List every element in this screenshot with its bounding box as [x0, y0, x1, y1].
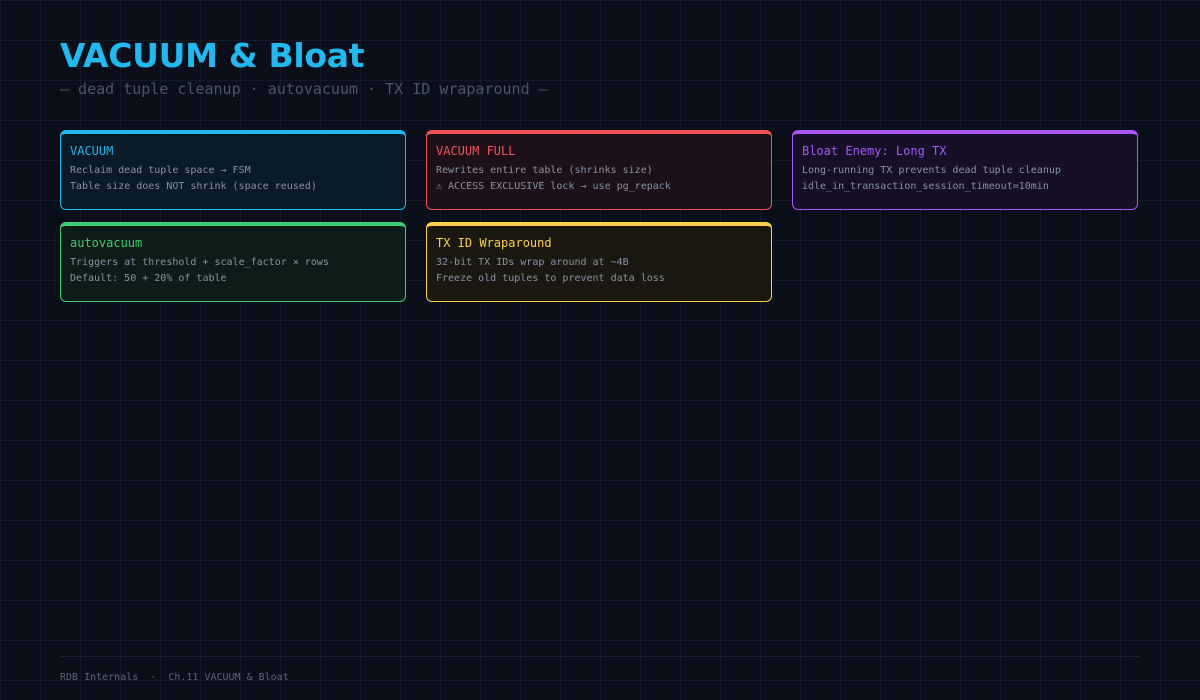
card-line: Triggers at threshold + scale_factor × r…: [70, 257, 329, 268]
footer-separator: ·: [150, 672, 157, 683]
footer: RDB Internals · Ch.11 VACUUM & Bloat: [60, 656, 1140, 685]
card-line: Long-running TX prevents dead tuple clea…: [802, 165, 1061, 176]
card-line: Reclaim dead tuple space → FSM: [70, 165, 251, 176]
card-line: Freeze old tuples to prevent data loss: [436, 273, 665, 284]
card-line: Table size does NOT shrink (space reused…: [70, 181, 317, 192]
page-title: VACUUM & Bloat: [60, 36, 365, 75]
card-title: VACUUM FULL: [436, 144, 516, 158]
card-title: autovacuum: [70, 236, 143, 250]
card-vacuum: VACUUM Reclaim dead tuple space → FSM Ta…: [60, 130, 406, 210]
card-line: ⚠ ACCESS EXCLUSIVE lock → use pg_repack: [436, 181, 671, 192]
card-title: TX ID Wraparound: [436, 236, 552, 250]
card-title: VACUUM: [70, 144, 114, 158]
card-autovacuum: autovacuum Triggers at threshold + scale…: [60, 222, 406, 302]
card-line: 32-bit TX IDs wrap around at ~4B: [436, 257, 629, 268]
card-title: Bloat Enemy: Long TX: [802, 144, 947, 158]
card-line: idle_in_transaction_session_timeout=10mi…: [802, 181, 1049, 192]
card-vacuum-full: VACUUM FULL Rewrites entire table (shrin…: [426, 130, 772, 210]
footer-chapter: Ch.11 VACUUM & Bloat: [168, 672, 289, 683]
footer-book: RDB Internals: [60, 672, 139, 683]
card-line: Rewrites entire table (shrinks size): [436, 165, 653, 176]
card-line: Default: 50 + 20% of table: [70, 273, 227, 284]
page-subtitle: — dead tuple cleanup · autovacuum · TX I…: [60, 80, 548, 98]
card-tx-id-wraparound: TX ID Wraparound 32-bit TX IDs wrap arou…: [426, 222, 772, 302]
card-bloat-long-tx: Bloat Enemy: Long TX Long-running TX pre…: [792, 130, 1138, 210]
